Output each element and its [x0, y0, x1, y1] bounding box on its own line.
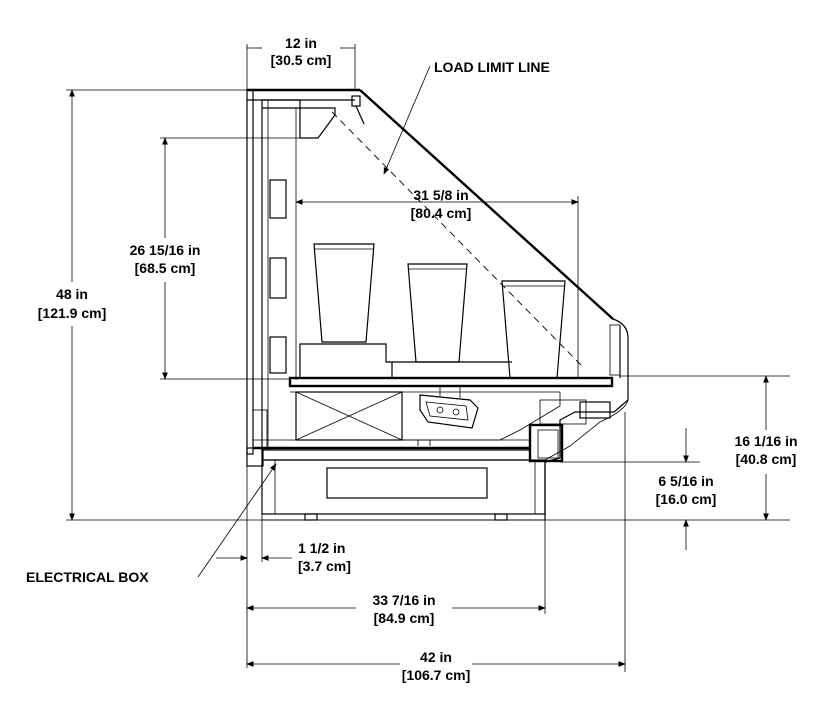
dim-electrical-box: ELECTRICAL BOX: [26, 463, 277, 585]
electrical-box-label: ELECTRICAL BOX: [26, 569, 149, 585]
cup-2: [407, 263, 468, 363]
dim-base-height: 6 5/16 in [16.0 cm]: [560, 428, 716, 550]
load-limit-line: [331, 111, 583, 367]
base-width-metric: [84.9 cm]: [374, 610, 435, 626]
case-outline: [246, 88, 629, 521]
top-width-label: 12 in: [285, 35, 317, 51]
dim-top-width: 12 in [30.5 cm]: [246, 35, 356, 90]
product-height-metric: [68.5 cm]: [135, 260, 196, 276]
total-height-metric: [121.9 cm]: [38, 305, 106, 321]
fan-assembly: [417, 386, 479, 446]
total-width-metric: [106.7 cm]: [402, 667, 470, 683]
product-height-label: 26 15/16 in: [130, 242, 201, 258]
deck-height-label: 16 1/16 in: [734, 433, 797, 449]
dim-total-height: 48 in [121.9 cm]: [38, 89, 790, 521]
base-height-label: 6 5/16 in: [658, 473, 713, 489]
dim-product-height: 26 15/16 in [68.5 cm]: [130, 137, 290, 380]
cup-3: [501, 280, 566, 379]
shelf-depth-label: 31 5/8 in: [413, 187, 468, 203]
electrical-offset-metric: [3.7 cm]: [298, 558, 351, 574]
top-width-metric: [30.5 cm]: [271, 52, 332, 68]
dim-shelf-depth: 31 5/8 in [80.4 cm]: [295, 187, 579, 378]
dim-deck-height: 16 1/16 in [40.8 cm]: [620, 375, 798, 521]
dim-total-width: 42 in [106.7 cm]: [246, 412, 626, 683]
base-height-metric: [16.0 cm]: [656, 491, 717, 507]
total-width-label: 42 in: [420, 649, 452, 665]
product-display: [299, 243, 566, 379]
shelf-depth-metric: [80.4 cm]: [411, 205, 472, 221]
total-height-label: 48 in: [56, 286, 88, 302]
dim-electrical-offset: 1 1/2 in [3.7 cm]: [216, 466, 351, 668]
load-limit-label: LOAD LIMIT LINE: [434, 59, 550, 75]
deck-height-metric: [40.8 cm]: [736, 451, 797, 467]
electrical-offset-label: 1 1/2 in: [298, 540, 345, 556]
base-width-label: 33 7/16 in: [372, 592, 435, 608]
dim-base-width: 33 7/16 in [84.9 cm]: [246, 520, 546, 626]
dim-load-limit: LOAD LIMIT LINE: [383, 59, 550, 175]
electrical-box-shape: [246, 447, 264, 467]
cup-1: [313, 243, 375, 343]
